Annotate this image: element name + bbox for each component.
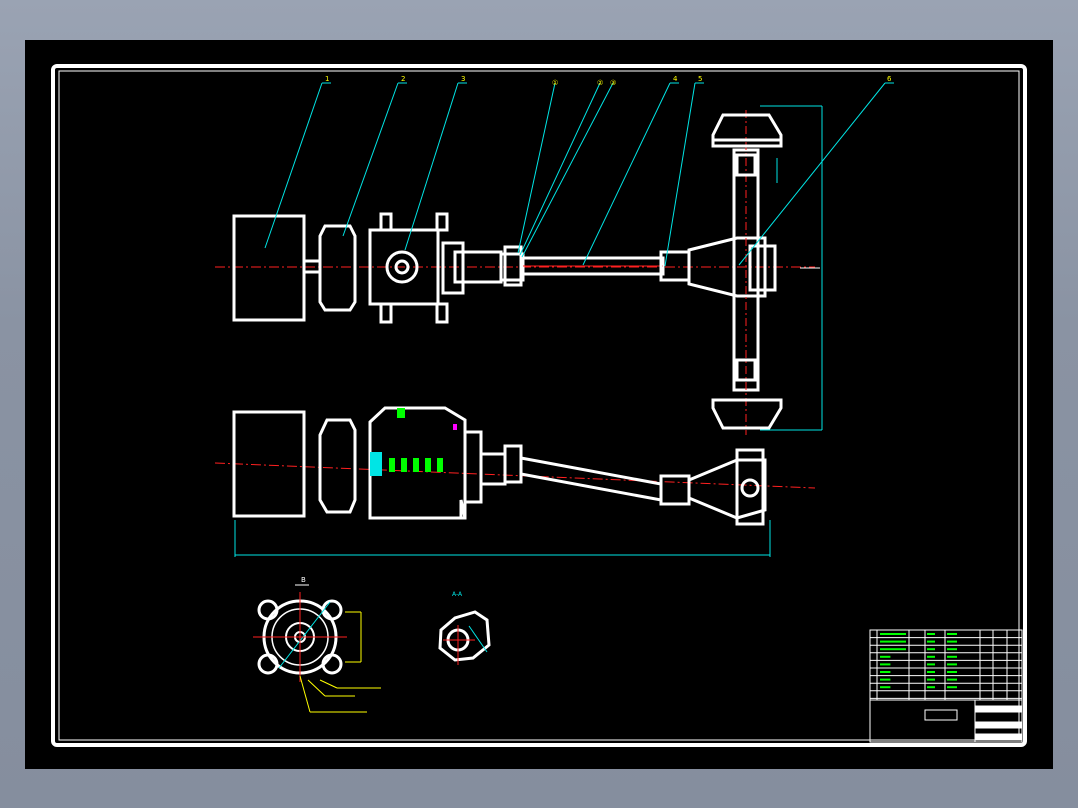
differential-housing: [687, 236, 767, 298]
callout-1: 1: [325, 75, 329, 83]
title-block-entry: [947, 640, 957, 643]
title-block-entry: [947, 678, 957, 681]
title-block-entry: [927, 678, 935, 681]
callout-2: 2: [401, 75, 405, 83]
gearbox-gear: [385, 250, 419, 284]
wheel-top: [711, 113, 783, 142]
title-block-entry: [880, 663, 891, 666]
engine-block-side: [232, 410, 306, 518]
title-block-entry: [927, 633, 935, 635]
drawing-sheet: 1 2 3 ① ② ③ 4 5 6 B A-A: [25, 40, 1053, 769]
bracket-detail: [438, 610, 491, 662]
inner-border: [58, 70, 1020, 741]
callout-3: 3: [461, 75, 465, 83]
gearbox-side: [368, 406, 467, 520]
title-block-entry: [927, 640, 935, 643]
callout-4: ①: [552, 79, 558, 87]
differential-side: [687, 458, 767, 520]
title-block-entry: [880, 678, 891, 681]
callout-5: ②: [597, 79, 603, 87]
gearbox-internals: [370, 408, 457, 476]
callout-8: 5: [698, 75, 702, 83]
leader-lines: [264, 82, 894, 267]
outer-border: [51, 64, 1027, 747]
cad-drawing-canvas: 1 2 3 ① ② ③ 4 5 6 B A-A: [51, 64, 1027, 747]
title-block-entry: [947, 663, 957, 666]
title-block-entry: [927, 655, 935, 658]
title-block-entry: [947, 633, 957, 635]
bottom-dimension: [234, 520, 771, 557]
title-block-entry: [947, 671, 957, 673]
callout-labels: 1 2 3 ① ② ③ 4 5 6: [325, 75, 892, 87]
view-label-aa: A-A: [452, 591, 463, 598]
view-label-b: B: [301, 576, 306, 584]
callout-6: ③: [610, 79, 616, 87]
title-block-entry: [927, 671, 935, 673]
title-block-entry: [880, 640, 906, 643]
title-block-entry: [880, 648, 906, 651]
clutch-housing: [318, 224, 357, 312]
drive-shaft-side: [519, 456, 663, 502]
top-view: [215, 110, 815, 435]
title-block-entry: [927, 648, 935, 651]
clutch-side: [318, 418, 357, 514]
title-block-entry: [880, 655, 891, 658]
title-block-entry: [880, 633, 906, 635]
wheel-bottom: [711, 398, 783, 430]
title-block-entry: [880, 686, 891, 689]
title-block-entry: [927, 686, 935, 689]
top-dimension: [760, 105, 823, 431]
flange-leaders: [299, 611, 381, 713]
side-view: [214, 406, 816, 526]
title-block: [869, 629, 1023, 743]
title-block-entry: [947, 655, 957, 658]
engine-block: [232, 214, 306, 322]
title-block-entry: [947, 686, 957, 689]
title-block-entry: [880, 671, 891, 673]
side-centerline: [214, 462, 816, 489]
gearbox-housing: [368, 228, 440, 306]
title-block-entries: [880, 633, 957, 689]
callout-9: 6: [887, 75, 892, 83]
title-block-entry: [927, 663, 935, 666]
callout-7: 4: [673, 75, 678, 83]
title-block-entry: [947, 648, 957, 651]
